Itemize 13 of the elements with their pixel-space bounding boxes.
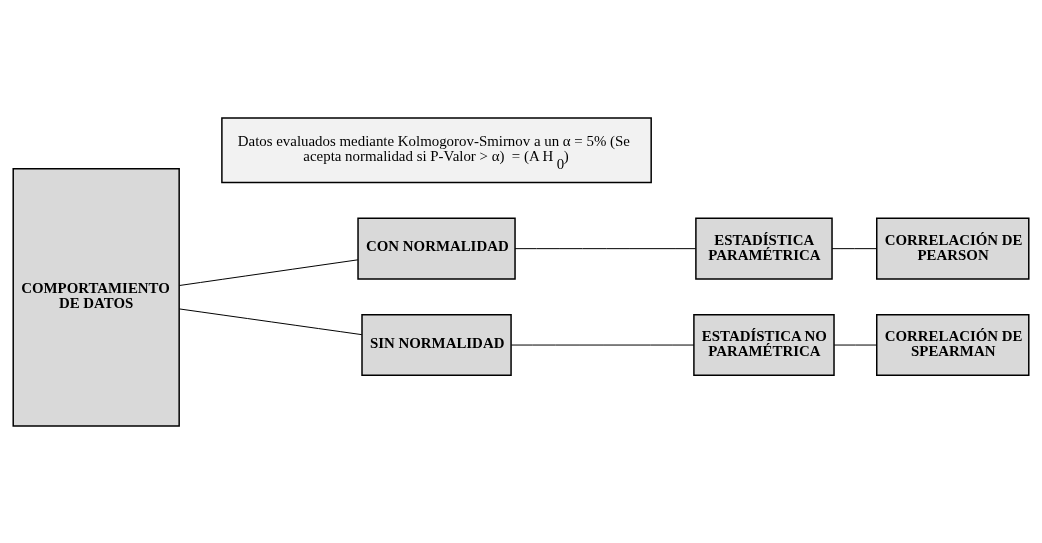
node-box: ESTADÍSTICA NO PARAMÉTRICA xyxy=(693,313,835,376)
node-box: ESTADÍSTICA PARAMÉTRICA xyxy=(695,217,833,280)
node-box: CORRELACIÓN DE PEARSON xyxy=(876,217,1030,280)
connector xyxy=(179,258,359,286)
node-box: SIN NORMALIDAD xyxy=(361,313,512,376)
connector xyxy=(510,344,695,346)
node-box: CORRELACIÓN DE SPEARMAN xyxy=(876,313,1030,376)
node-box: COMPORTAMIENTO DE DATOS xyxy=(12,167,180,427)
connector xyxy=(833,344,878,346)
connector xyxy=(179,307,363,335)
node-box: CON NORMALIDAD xyxy=(357,217,516,280)
connector xyxy=(514,247,697,249)
connector xyxy=(831,247,878,249)
